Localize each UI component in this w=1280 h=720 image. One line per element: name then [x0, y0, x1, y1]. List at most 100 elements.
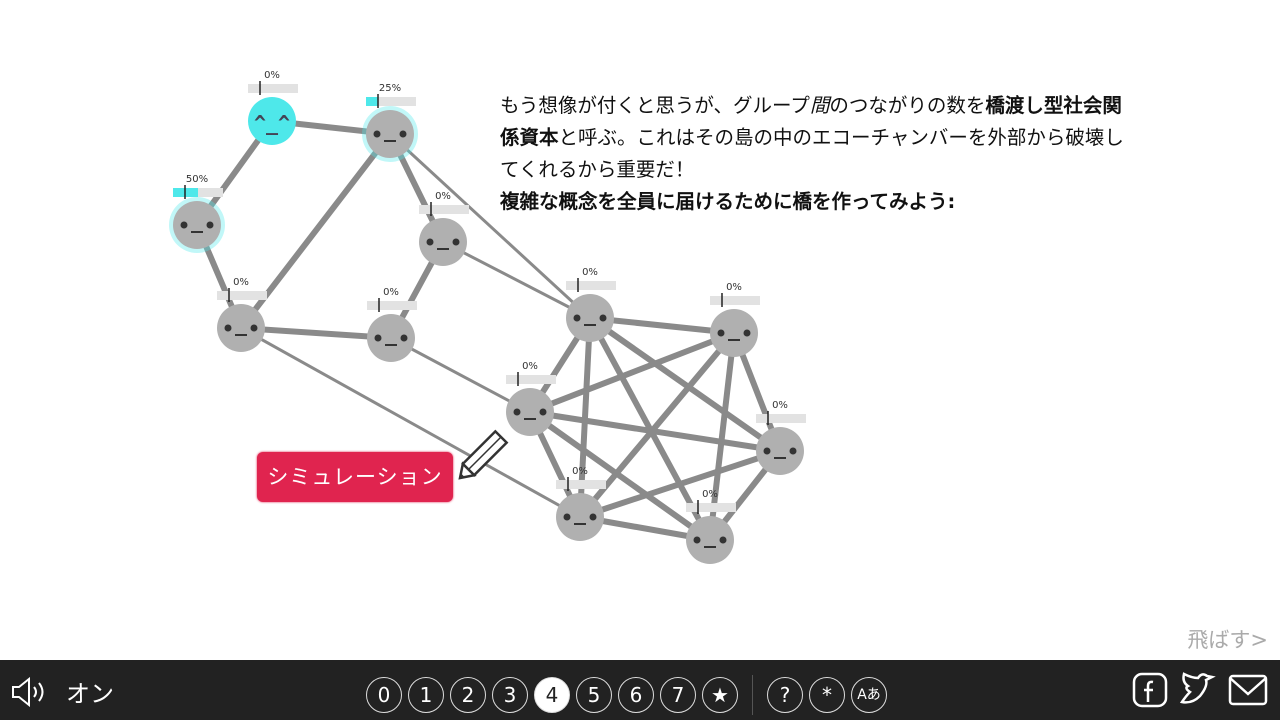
eye-icon [539, 408, 547, 416]
person-node[interactable]: 25% [362, 83, 418, 162]
eye-icon [693, 536, 701, 544]
person-node[interactable]: 50% [169, 174, 225, 253]
text-segment: のつながりの数を [829, 94, 986, 117]
chapter-4-button[interactable]: 4 [534, 677, 570, 713]
node-percent-label: 0% [582, 267, 598, 278]
node-percent-label: 0% [233, 277, 249, 288]
chapter-5-button[interactable]: 5 [576, 677, 612, 713]
text-segment: と呼ぶ。これはその島の中のエコーチャンバーを外部から破壊してくれるから重要だ！ [500, 126, 1124, 181]
node-percent-label: 0% [702, 489, 718, 500]
instruction-text: 複雑な概念を全員に届けるために橋を作ってみよう: [500, 190, 956, 213]
bottom-navigation-bar: オン 0 1 2 3 4 5 6 7 ★ ? * Aあ [0, 660, 1280, 720]
eye-icon [374, 334, 382, 342]
eye-icon [743, 329, 751, 337]
share-links [1132, 672, 1268, 712]
eye-icon [452, 238, 460, 246]
chapter-0-button[interactable]: 0 [366, 677, 402, 713]
chapter-3-button[interactable]: 3 [492, 677, 528, 713]
skip-link[interactable]: 飛ばす> [1187, 628, 1268, 652]
bridge-edge[interactable] [442, 240, 591, 320]
chapter-nav: 0 1 2 3 4 5 6 7 ★ ? * Aあ [366, 675, 887, 715]
chapter-sandbox-button[interactable]: ★ [702, 677, 738, 713]
group-edge[interactable] [577, 448, 783, 520]
eye-icon [763, 447, 771, 455]
eye-icon [573, 314, 581, 322]
eye-icon [206, 221, 214, 229]
node-percent-label: 0% [264, 70, 280, 81]
email-icon[interactable] [1228, 672, 1268, 712]
chapter-1-button[interactable]: 1 [408, 677, 444, 713]
node-percent-label: 50% [186, 174, 208, 185]
eye-icon [599, 314, 607, 322]
translations-button[interactable]: Aあ [851, 677, 887, 713]
divider [752, 675, 753, 715]
eye-icon [426, 238, 434, 246]
node-percent-label: 0% [726, 282, 742, 293]
chapter-6-button[interactable]: 6 [618, 677, 654, 713]
eye-icon [563, 513, 571, 521]
threshold-bar [556, 480, 606, 489]
threshold-bar [686, 503, 736, 512]
text-bold-term: 橋渡し型社会関係資本 [500, 94, 1122, 149]
happy-face: ^_^ [254, 111, 290, 135]
chapter-7-button[interactable]: 7 [660, 677, 696, 713]
sound-label: オン [66, 680, 114, 708]
node-percent-label: 25% [379, 83, 401, 94]
bridge-edge[interactable] [240, 326, 581, 519]
chapter-2-button[interactable]: 2 [450, 677, 486, 713]
threshold-bar [756, 414, 806, 423]
person-node[interactable]: 0% [566, 267, 616, 342]
person-node[interactable]: 0% [556, 466, 606, 541]
eye-icon [719, 536, 727, 544]
eye-icon [399, 130, 407, 138]
credits-button[interactable]: ? [767, 677, 803, 713]
threshold-bar [566, 281, 616, 290]
pencil-icon[interactable] [452, 428, 512, 484]
speaker-icon [12, 676, 44, 707]
explanation-text: もう想像が付くと思うが、グループ間のつながりの数を橋渡し型社会関係資本と呼ぶ。こ… [500, 90, 1140, 218]
eye-icon [224, 324, 232, 332]
group-edge[interactable] [587, 315, 783, 454]
group-edge[interactable] [238, 325, 394, 341]
bridge-edge[interactable] [388, 132, 592, 320]
eye-icon [513, 408, 521, 416]
group-edge[interactable] [527, 330, 737, 415]
person-node[interactable]: 0% [419, 191, 469, 266]
group-edge[interactable] [527, 409, 783, 454]
facebook-icon[interactable] [1132, 672, 1168, 712]
threshold-bar [366, 97, 416, 106]
person-node[interactable]: 0% [710, 282, 760, 357]
asterisk-button[interactable]: * [809, 677, 845, 713]
person-node[interactable]: 0% [367, 287, 417, 362]
node-percent-label: 0% [572, 466, 588, 477]
eye-icon [180, 221, 188, 229]
threshold-bar [710, 296, 760, 305]
person-node[interactable]: 0% [686, 489, 736, 564]
simulate-button[interactable]: シミュレーション [257, 452, 453, 502]
network-graph[interactable]: ^_^ 0% 25% 50% 0% 0% 0% 0% 0% 0% 0% 0% 0% [0, 0, 1280, 660]
threshold-bar [506, 375, 556, 384]
threshold-bar [217, 291, 267, 300]
group-edge[interactable] [527, 409, 713, 543]
threshold-bar [367, 301, 417, 310]
threshold-bar [248, 84, 298, 93]
eye-icon [717, 329, 725, 337]
text-emphasis: 間 [809, 94, 830, 117]
bridge-edge[interactable] [390, 336, 531, 414]
person-node[interactable]: 0% [217, 277, 267, 352]
eye-icon [250, 324, 258, 332]
person-node[interactable]: 0% [506, 361, 556, 436]
sound-toggle[interactable]: オン [10, 674, 114, 709]
person-node[interactable]: ^_^ 0% [248, 70, 298, 145]
threshold-bar [419, 205, 469, 214]
node-percent-label: 0% [435, 191, 451, 202]
twitter-icon[interactable] [1178, 672, 1218, 712]
group-edge[interactable] [587, 315, 737, 336]
eye-icon [400, 334, 408, 342]
node-percent-label: 0% [383, 287, 399, 298]
eye-icon [589, 513, 597, 521]
node-percent-label: 0% [522, 361, 538, 372]
person-node[interactable]: 0% [756, 400, 806, 475]
threshold-bar-fill [366, 97, 379, 106]
text-segment: もう想像が付くと思うが、グループ [500, 94, 810, 117]
